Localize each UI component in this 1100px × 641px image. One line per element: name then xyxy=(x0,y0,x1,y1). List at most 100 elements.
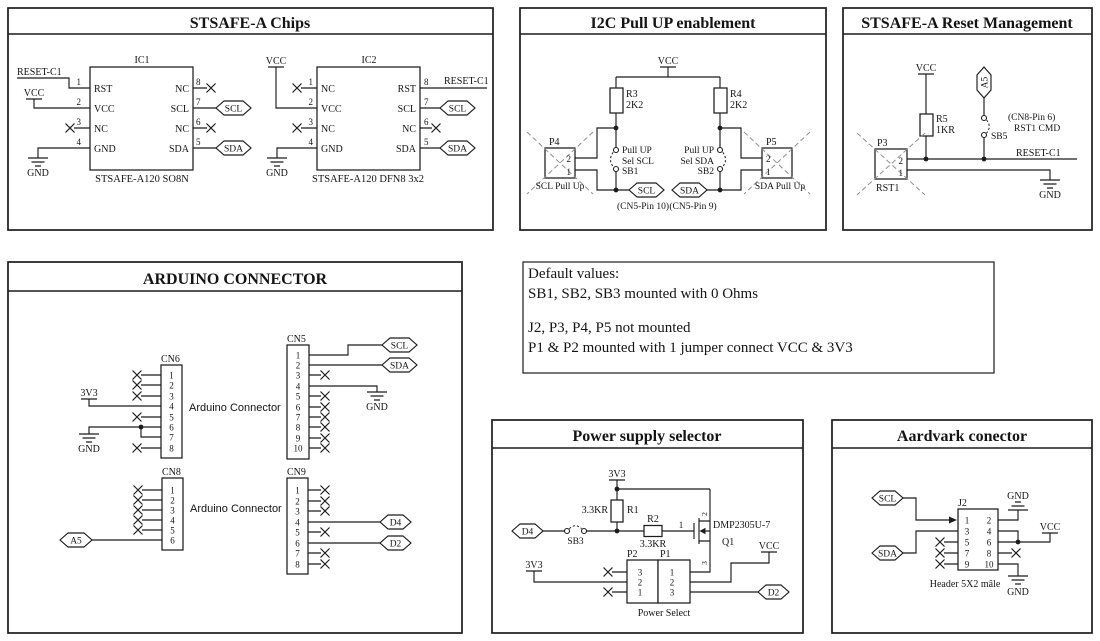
r1-ref: R1 xyxy=(627,505,639,516)
p4-pin2: 2 xyxy=(567,154,572,164)
ic2-vcc-net: VCC xyxy=(266,56,287,67)
resistor-r5 xyxy=(919,113,934,137)
sb2-ref: SB2 xyxy=(698,167,715,177)
reset-net: RESET-C1 xyxy=(1016,148,1061,159)
sb2-text: Pull UP xyxy=(684,146,714,156)
no-connect-x xyxy=(291,82,303,94)
gnd-symbol xyxy=(266,157,288,167)
no-connect-x xyxy=(319,547,331,559)
mosfet-arrow xyxy=(699,527,706,535)
a5-net-label: A5 xyxy=(981,76,991,88)
no-connect-x xyxy=(430,122,442,134)
ic2-pin-name: SDA xyxy=(396,144,417,155)
v33-net: 3V3 xyxy=(80,388,97,399)
cn9-pin: 6 xyxy=(295,539,300,549)
q1-drain-pin: 3 xyxy=(700,561,709,565)
note-line: Default values: xyxy=(528,266,619,282)
no-connect-x xyxy=(319,421,331,433)
cn6-pin: 2 xyxy=(169,381,174,391)
sda-net-label: SDA xyxy=(878,550,897,560)
connector-cn6 xyxy=(160,364,183,459)
junction-dot xyxy=(981,156,987,162)
no-connect-x xyxy=(205,82,217,94)
not-mounted-cross xyxy=(743,131,811,195)
sda-net-label: SDA xyxy=(224,145,243,155)
scl-net-tag xyxy=(628,182,665,198)
scl-net-tag xyxy=(381,337,418,353)
ic1-part: STSAFE-A120 SO8N xyxy=(95,174,189,185)
sb2-text: Sel SDA xyxy=(680,157,714,167)
scl-net-label: SCL xyxy=(225,105,243,115)
aardvark-wiring xyxy=(903,497,1058,576)
ic2-part: STSAFE-A120 DFN8 3x2 xyxy=(312,174,424,185)
ic2-ref: IC2 xyxy=(362,55,377,66)
ic1-pin-name: SDA xyxy=(169,144,190,155)
ic1-pin-name: NC xyxy=(94,124,108,135)
ic2-body xyxy=(316,66,421,171)
ic2-pin-num: 1 xyxy=(309,77,314,87)
d4-net-label: D4 xyxy=(522,528,534,538)
scl-net-label: SCL xyxy=(879,495,897,505)
gnd-symbol xyxy=(27,157,49,167)
block-border xyxy=(831,419,1093,634)
scl-net-label: SCL xyxy=(638,187,656,197)
solder-bridge-sb1 xyxy=(610,152,614,167)
ic1-vcc-net: VCC xyxy=(24,88,45,99)
p5-pin1: 1 xyxy=(766,167,771,177)
junction-dot xyxy=(138,424,144,430)
cn9-pin: 5 xyxy=(295,528,300,538)
cn8-pin: 3 xyxy=(170,506,175,516)
no-connect-x xyxy=(132,484,144,496)
sda-note: (CN5-Pin 9) xyxy=(669,201,716,212)
block-power: Power supply selector 3V3 3.3KR R1 D4 SB… xyxy=(491,419,804,634)
j2-pin: 5 xyxy=(965,538,970,548)
scl-note: (CN5-Pin 10) xyxy=(617,201,669,212)
sb1-ref: SB1 xyxy=(622,167,639,177)
j2-ref: J2 xyxy=(958,498,967,509)
cn8-pin: 6 xyxy=(170,536,175,546)
no-connect-x xyxy=(934,547,946,559)
p4-ref: P4 xyxy=(549,137,560,148)
cn6-pin: 6 xyxy=(169,423,174,433)
p1-pin: 1 xyxy=(670,568,675,578)
no-connect-x xyxy=(602,566,614,578)
ic1-pin-num: 2 xyxy=(77,97,82,107)
scl-net-tag xyxy=(215,100,252,116)
bridge-terminal xyxy=(612,146,620,154)
bridge-terminal xyxy=(612,165,620,173)
junction-dot xyxy=(614,528,620,534)
j2-pin: 4 xyxy=(987,527,992,537)
ic1-pin-name: VCC xyxy=(94,104,115,115)
cn8-pin: 1 xyxy=(170,486,175,496)
gnd-symbol xyxy=(1007,575,1029,585)
bridge-terminal xyxy=(716,146,724,154)
i2c-wiring xyxy=(575,66,762,191)
sda-net-tag xyxy=(215,140,252,156)
vcc-net: VCC xyxy=(1040,522,1061,533)
r2-value: 3.3KR xyxy=(640,539,667,550)
resistor-r4 xyxy=(713,87,728,114)
d2-net-tag xyxy=(379,535,412,551)
block-arduino: ARDUINO CONNECTOR CN6 1 2 3 4 5 6 7 8 3V… xyxy=(7,261,463,634)
vcc-net: VCC xyxy=(759,541,780,552)
cn9-pin: 4 xyxy=(295,518,300,528)
connector-j2 xyxy=(957,508,999,571)
q1-ref: Q1 xyxy=(722,537,734,548)
v33-net: 3V3 xyxy=(525,560,542,571)
a5-net-tag xyxy=(59,532,93,548)
r3-ref: R3 xyxy=(626,89,638,100)
p3-pin2: 2 xyxy=(899,156,904,166)
chips-wiring xyxy=(17,66,487,158)
r4-value: 2K2 xyxy=(730,100,747,111)
block-aardvark: Aardvark conector SCL SDA J2 1 3 5 7 9 2… xyxy=(831,419,1093,634)
r1-value: 3.3KR xyxy=(582,505,609,516)
junction-dot xyxy=(923,156,929,162)
ic2-pin-num: 4 xyxy=(309,137,314,147)
ic1-pin-num: 5 xyxy=(196,137,201,147)
sb1-text: Pull UP xyxy=(622,146,652,156)
no-connect-x xyxy=(319,411,331,423)
ic1-pin-name: GND xyxy=(94,144,116,155)
gnd-symbol xyxy=(1039,179,1061,189)
cn9-pin: 1 xyxy=(295,486,300,496)
scl-net-tag xyxy=(871,490,904,506)
